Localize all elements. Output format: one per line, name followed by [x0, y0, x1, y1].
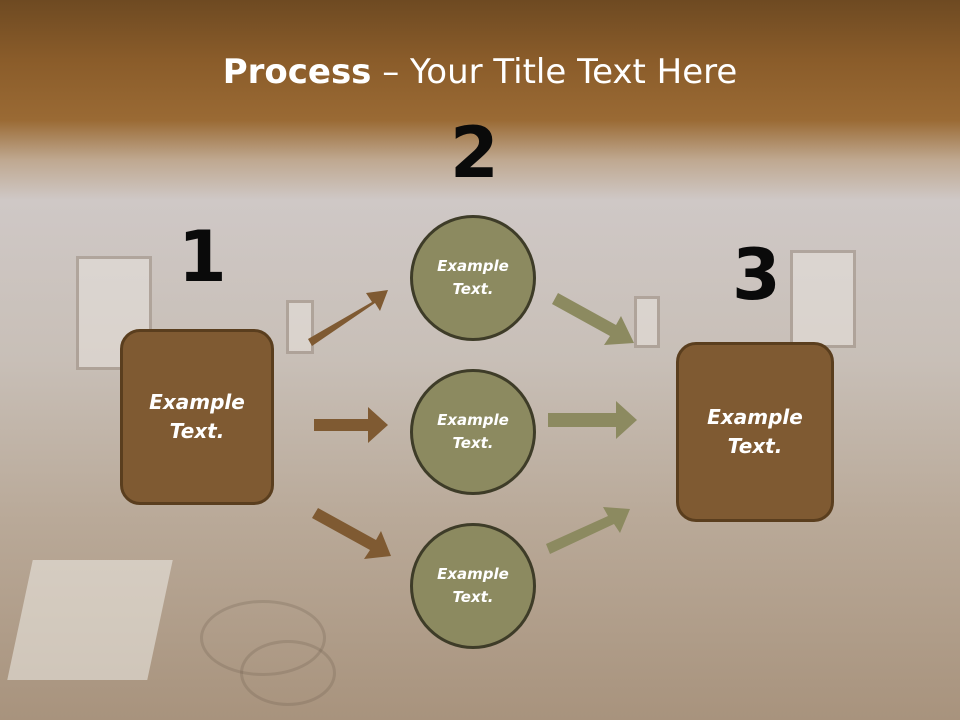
circle-bottom-label: Example Text. — [437, 565, 509, 606]
slide-title: Process – Your Title Text Here — [0, 52, 960, 92]
arrow-right-icon — [548, 401, 637, 439]
arrow-up-right-icon — [308, 290, 388, 346]
step-number-1: 1 — [178, 216, 227, 298]
background-window — [286, 300, 314, 354]
step-box-1: Example Text. — [120, 329, 274, 505]
step-box-1-label: Example Text. — [149, 390, 245, 443]
arrow-group-right — [546, 293, 637, 554]
background-window — [790, 250, 856, 348]
arrow-group-left — [308, 290, 391, 559]
arrow-right-icon — [314, 407, 388, 443]
step-number-3: 3 — [732, 234, 781, 316]
step-box-3-label: Example Text. — [707, 405, 803, 458]
title-rest: – Your Title Text Here — [371, 52, 738, 92]
background-window — [76, 256, 152, 370]
arrow-down-right-icon — [312, 508, 391, 559]
background-debris — [240, 640, 336, 706]
arrow-up-right-icon — [546, 507, 630, 554]
circle-top: Example Text. — [410, 215, 536, 341]
step-number-2: 2 — [450, 112, 499, 194]
circle-middle-label: Example Text. — [437, 411, 509, 452]
circle-bottom: Example Text. — [410, 523, 536, 649]
circle-middle: Example Text. — [410, 369, 536, 495]
background-window — [634, 296, 660, 348]
title-bold: Process — [222, 52, 372, 92]
arrow-down-right-icon — [552, 293, 634, 345]
circle-top-label: Example Text. — [437, 257, 509, 298]
step-box-3: Example Text. — [676, 342, 834, 522]
